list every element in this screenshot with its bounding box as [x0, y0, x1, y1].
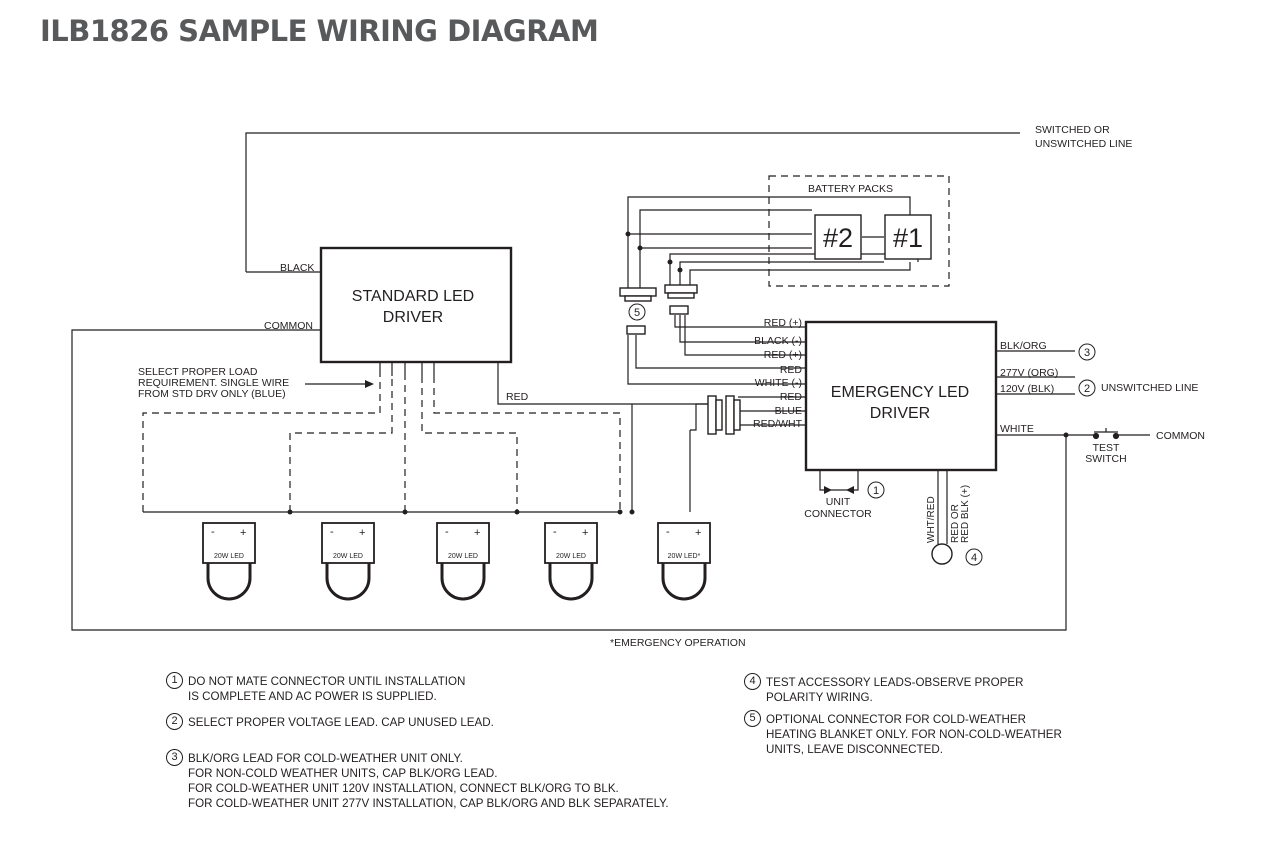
emergency-wire-label-8: RED/WHT — [753, 418, 803, 430]
red-mid-label: RED — [506, 391, 529, 403]
svg-text:-: - — [330, 526, 334, 538]
red-or-red-blk-label-1: RED OR — [950, 504, 961, 543]
switched-line-label-1: SWITCHED OR — [1035, 124, 1110, 136]
red-or-red-blk-label-2: RED BLK (+) — [960, 485, 971, 543]
note-4-number: 4 — [744, 673, 761, 690]
wht-red-label: WHT/RED — [926, 496, 937, 543]
svg-text:+: + — [695, 527, 701, 539]
svg-text:-: - — [211, 526, 215, 538]
svg-text:-: - — [666, 526, 670, 538]
svg-text:+: + — [359, 527, 365, 539]
emergency-led-driver — [804, 320, 998, 472]
common-right-label: COMMON — [1156, 430, 1205, 442]
switched-line-wire — [245, 132, 1020, 272]
svg-text:+: + — [240, 527, 246, 539]
red-wire-std — [497, 362, 708, 405]
led-1: 20W LED - + — [202, 522, 256, 601]
common-wire — [71, 329, 1067, 631]
switched-line-label-2: UNSWITCHED LINE — [1035, 138, 1132, 150]
standard-led-driver — [319, 246, 513, 364]
callout-5: 5 — [634, 307, 640, 319]
svg-text:-: - — [445, 526, 449, 538]
note-2-number: 2 — [166, 713, 183, 730]
test-switch-label-1: TEST — [1093, 442, 1120, 454]
emergency-wire-label-6: RED — [780, 391, 803, 403]
led-3-label: 20W LED — [448, 553, 478, 560]
battery-packs-label: BATTERY PACKS — [808, 183, 893, 195]
note-5-number: 5 — [744, 710, 761, 727]
emergency-right-label-1: BLK/ORG — [1000, 340, 1047, 352]
note-1-number: 1 — [166, 672, 183, 689]
test-switch-label-2: SWITCH — [1085, 453, 1126, 465]
note-3-text: BLK/ORG LEAD FOR COLD-WEATHER UNIT ONLY.… — [188, 752, 669, 810]
led-4-label: 20W LED — [556, 553, 586, 560]
emergency-wire-label-3: RED (+) — [764, 349, 802, 361]
note-2-text: SELECT PROPER VOLTAGE LEAD. CAP UNUSED L… — [188, 716, 494, 729]
page-title: ILB1826 SAMPLE WIRING DIAGRAM — [40, 14, 599, 48]
led-4: 20W LED - + — [544, 522, 598, 601]
note-4: 4 TEST ACCESSORY LEADS-OBSERVE PROPER PO… — [744, 673, 1024, 705]
note-3: 3 BLK/ORG LEAD FOR COLD-WEATHER UNIT ONL… — [166, 749, 669, 811]
note-1-text: DO NOT MATE CONNECTOR UNTIL INSTALLATION… — [188, 675, 466, 703]
select-load-label-2: REQUIREMENT. SINGLE WIRE — [138, 377, 289, 389]
emergency-wire-label-4: RED — [780, 364, 803, 376]
led-5-emergency: 20W LED* - + — [657, 522, 711, 601]
emergency-right-label-3: 120V (BLK) — [1000, 383, 1054, 395]
note-5: 5 OPTIONAL CONNECTOR FOR COLD-WEATHER HE… — [744, 710, 1062, 757]
common-left-label: COMMON — [264, 320, 313, 332]
svg-text:-: - — [553, 526, 557, 538]
note-4-text: TEST ACCESSORY LEADS-OBSERVE PROPER POLA… — [766, 676, 1024, 704]
callout-3: 3 — [1084, 347, 1090, 359]
select-load-label-3: FROM STD DRV ONLY (BLUE) — [138, 388, 286, 400]
led-3: 20W LED - + — [436, 522, 490, 601]
battery-packs-box — [768, 175, 950, 287]
battery-2 — [814, 214, 862, 260]
note-2: 2 SELECT PROPER VOLTAGE LEAD. CAP UNUSED… — [166, 713, 494, 730]
svg-text:+: + — [474, 527, 480, 539]
standard-driver-label-2: DRIVER — [383, 309, 443, 326]
emergency-right-label-4: WHITE — [1000, 423, 1034, 435]
battery-2-label: #2 — [823, 223, 853, 253]
led-2: 20W LED - + — [321, 522, 375, 601]
svg-text:+: + — [582, 527, 588, 539]
unswitched-line-label: UNSWITCHED LINE — [1101, 382, 1198, 394]
emergency-right-label-2: 277V (ORG) — [1000, 367, 1058, 379]
note-3-number: 3 — [166, 749, 183, 766]
callout-4: 4 — [971, 552, 977, 564]
emergency-wire-label-1: RED (+) — [764, 317, 802, 329]
unit-connector-label-1: UNIT — [826, 496, 851, 508]
emergency-driver-label-1: EMERGENCY LED — [831, 384, 969, 401]
led-2-label: 20W LED — [333, 553, 363, 560]
note-1: 1 DO NOT MATE CONNECTOR UNTIL INSTALLATI… — [166, 672, 466, 704]
emergency-wire-label-5: WHITE (-) — [755, 377, 802, 389]
test-lead-ring — [931, 543, 953, 565]
emergency-operation-label: *EMERGENCY OPERATION — [610, 637, 746, 649]
standard-driver-label-1: STANDARD LED — [352, 288, 474, 305]
led-1-label: 20W LED — [214, 553, 244, 560]
select-load-label-1: SELECT PROPER LOAD — [138, 366, 258, 378]
unit-connector-label-2: CONNECTOR — [804, 508, 872, 520]
emergency-driver-label-2: DRIVER — [870, 405, 930, 422]
emergency-wire-label-7: BLUE — [775, 405, 802, 417]
battery-1 — [884, 214, 932, 260]
callout-2: 2 — [1084, 383, 1090, 395]
led-5-label: 20W LED* — [668, 553, 701, 560]
emergency-wire-label-2: BLACK (-) — [754, 335, 802, 347]
callout-1: 1 — [873, 485, 879, 497]
black-label: BLACK — [280, 262, 314, 274]
note-5-text: OPTIONAL CONNECTOR FOR COLD-WEATHER HEAT… — [766, 713, 1062, 756]
battery-1-label: #1 — [893, 223, 923, 253]
